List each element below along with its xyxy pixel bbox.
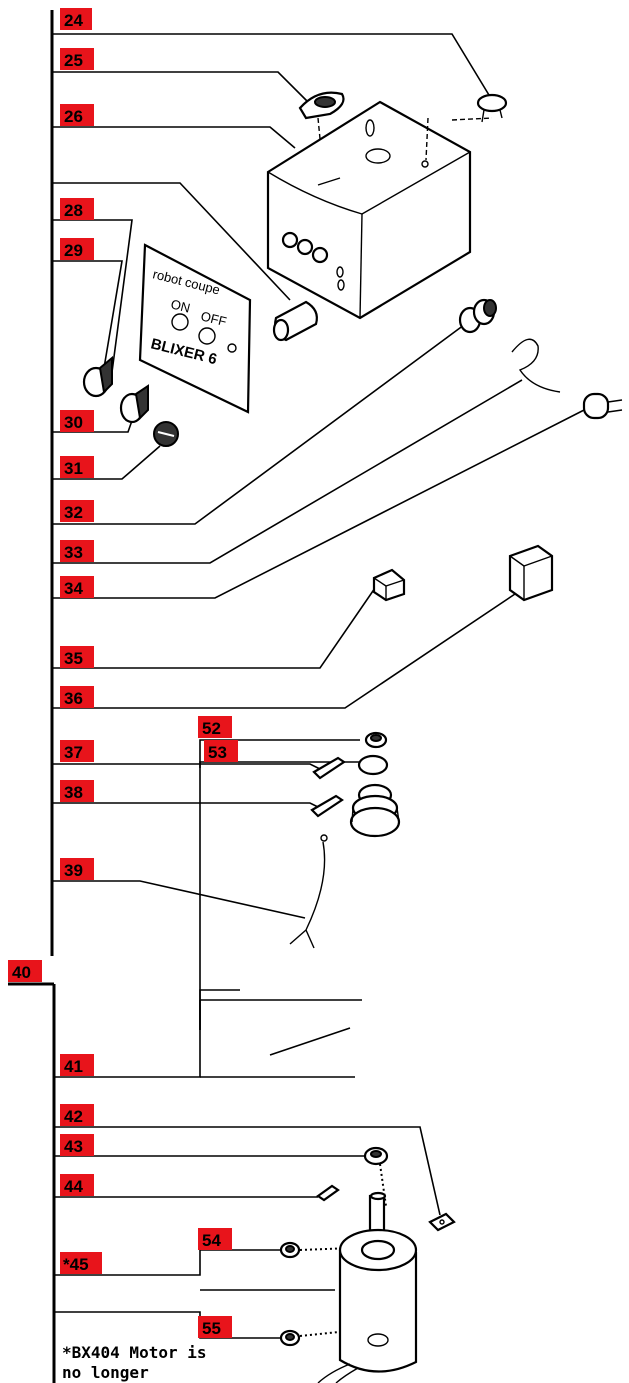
part-26-motor-housing [266, 100, 493, 320]
part-44-key [316, 1184, 340, 1202]
part-36-capacitor [508, 544, 554, 602]
part-35-block [372, 568, 406, 602]
svg-text:39: 39 [64, 861, 83, 880]
svg-text:29: 29 [64, 241, 83, 260]
svg-text:35: 35 [64, 649, 83, 668]
part-33-cable [511, 338, 561, 393]
callout-33: 33 [60, 540, 94, 562]
part-34-plug [582, 392, 623, 420]
svg-text:54: 54 [202, 1231, 221, 1250]
callout-40: 40 [8, 960, 42, 982]
callout-44: 44 [60, 1174, 94, 1196]
part-54-bearing [279, 1241, 353, 1259]
callout-35: 35 [60, 646, 94, 668]
callout-38: 38 [60, 780, 94, 802]
part-53-o-ring [357, 754, 389, 776]
callout-42: 42 [60, 1104, 94, 1126]
svg-text:40: 40 [12, 963, 31, 982]
svg-text:32: 32 [64, 503, 83, 522]
svg-text:38: 38 [64, 783, 83, 802]
svg-text:43: 43 [64, 1137, 83, 1156]
svg-text:41: 41 [64, 1057, 83, 1076]
callout-24: 24 [60, 8, 92, 30]
callout-54: 54 [198, 1228, 232, 1250]
svg-text:52: 52 [202, 719, 221, 738]
svg-text:53: 53 [208, 743, 227, 762]
part-55-bearing [279, 1329, 359, 1347]
callout-37: 37 [60, 740, 94, 762]
callout-43: 43 [60, 1134, 94, 1156]
callout-52: 52 [198, 716, 232, 738]
part-38-terminal [310, 794, 344, 818]
callout-29: 29 [60, 238, 94, 260]
svg-text:*45: *45 [63, 1255, 89, 1274]
callout-34: 34 [60, 576, 94, 598]
part-42-bracket [428, 1212, 456, 1232]
svg-text:26: 26 [64, 107, 83, 126]
callout-39: 39 [60, 858, 94, 880]
part-bushing [272, 300, 318, 342]
svg-text:37: 37 [64, 743, 83, 762]
callout-36: 36 [60, 686, 94, 708]
svg-text:44: 44 [64, 1177, 83, 1196]
part-37-terminal [312, 756, 346, 780]
callout-31: 31 [60, 456, 94, 478]
svg-text:25: 25 [64, 51, 83, 70]
svg-text:55: 55 [202, 1319, 221, 1338]
panel-on-text: ON [169, 296, 192, 315]
part-39-wire-harness [289, 834, 328, 949]
part-52-bearing [364, 731, 388, 749]
part-41-coupling [349, 783, 401, 838]
callout-30: 30 [60, 410, 94, 432]
svg-text:36: 36 [64, 689, 83, 708]
part-28-control-panel: robot coupe ON OFF BLIXER 6 [138, 243, 252, 414]
panel-off-text: OFF [199, 308, 228, 329]
part-43-bearing [363, 1146, 389, 1166]
callout-41: 41 [60, 1054, 94, 1076]
part-31-knob [153, 421, 179, 447]
part-24-knob [476, 93, 508, 123]
callout-55: 55 [198, 1316, 232, 1338]
callout-28: 28 [60, 198, 94, 220]
callout-25: 25 [60, 48, 94, 70]
leader-lines [52, 33, 589, 1339]
svg-text:34: 34 [64, 579, 83, 598]
svg-text:24: 24 [64, 11, 83, 30]
callout-26: 26 [60, 104, 94, 126]
part-45-motor [317, 1163, 418, 1383]
motor-note: *BX404 Motor is no longer [62, 1343, 207, 1382]
svg-text:33: 33 [64, 543, 83, 562]
svg-text:42: 42 [64, 1107, 83, 1126]
callout-53: 53 [204, 740, 238, 762]
part-30-switch [119, 384, 149, 424]
svg-text:28: 28 [64, 201, 83, 220]
svg-text:30: 30 [64, 413, 83, 432]
part-32-strain-relief [458, 298, 497, 334]
callout-32: 32 [60, 500, 94, 522]
svg-text:31: 31 [64, 459, 83, 478]
part-29-switch [82, 355, 113, 398]
callout-45: *45 [60, 1252, 102, 1274]
